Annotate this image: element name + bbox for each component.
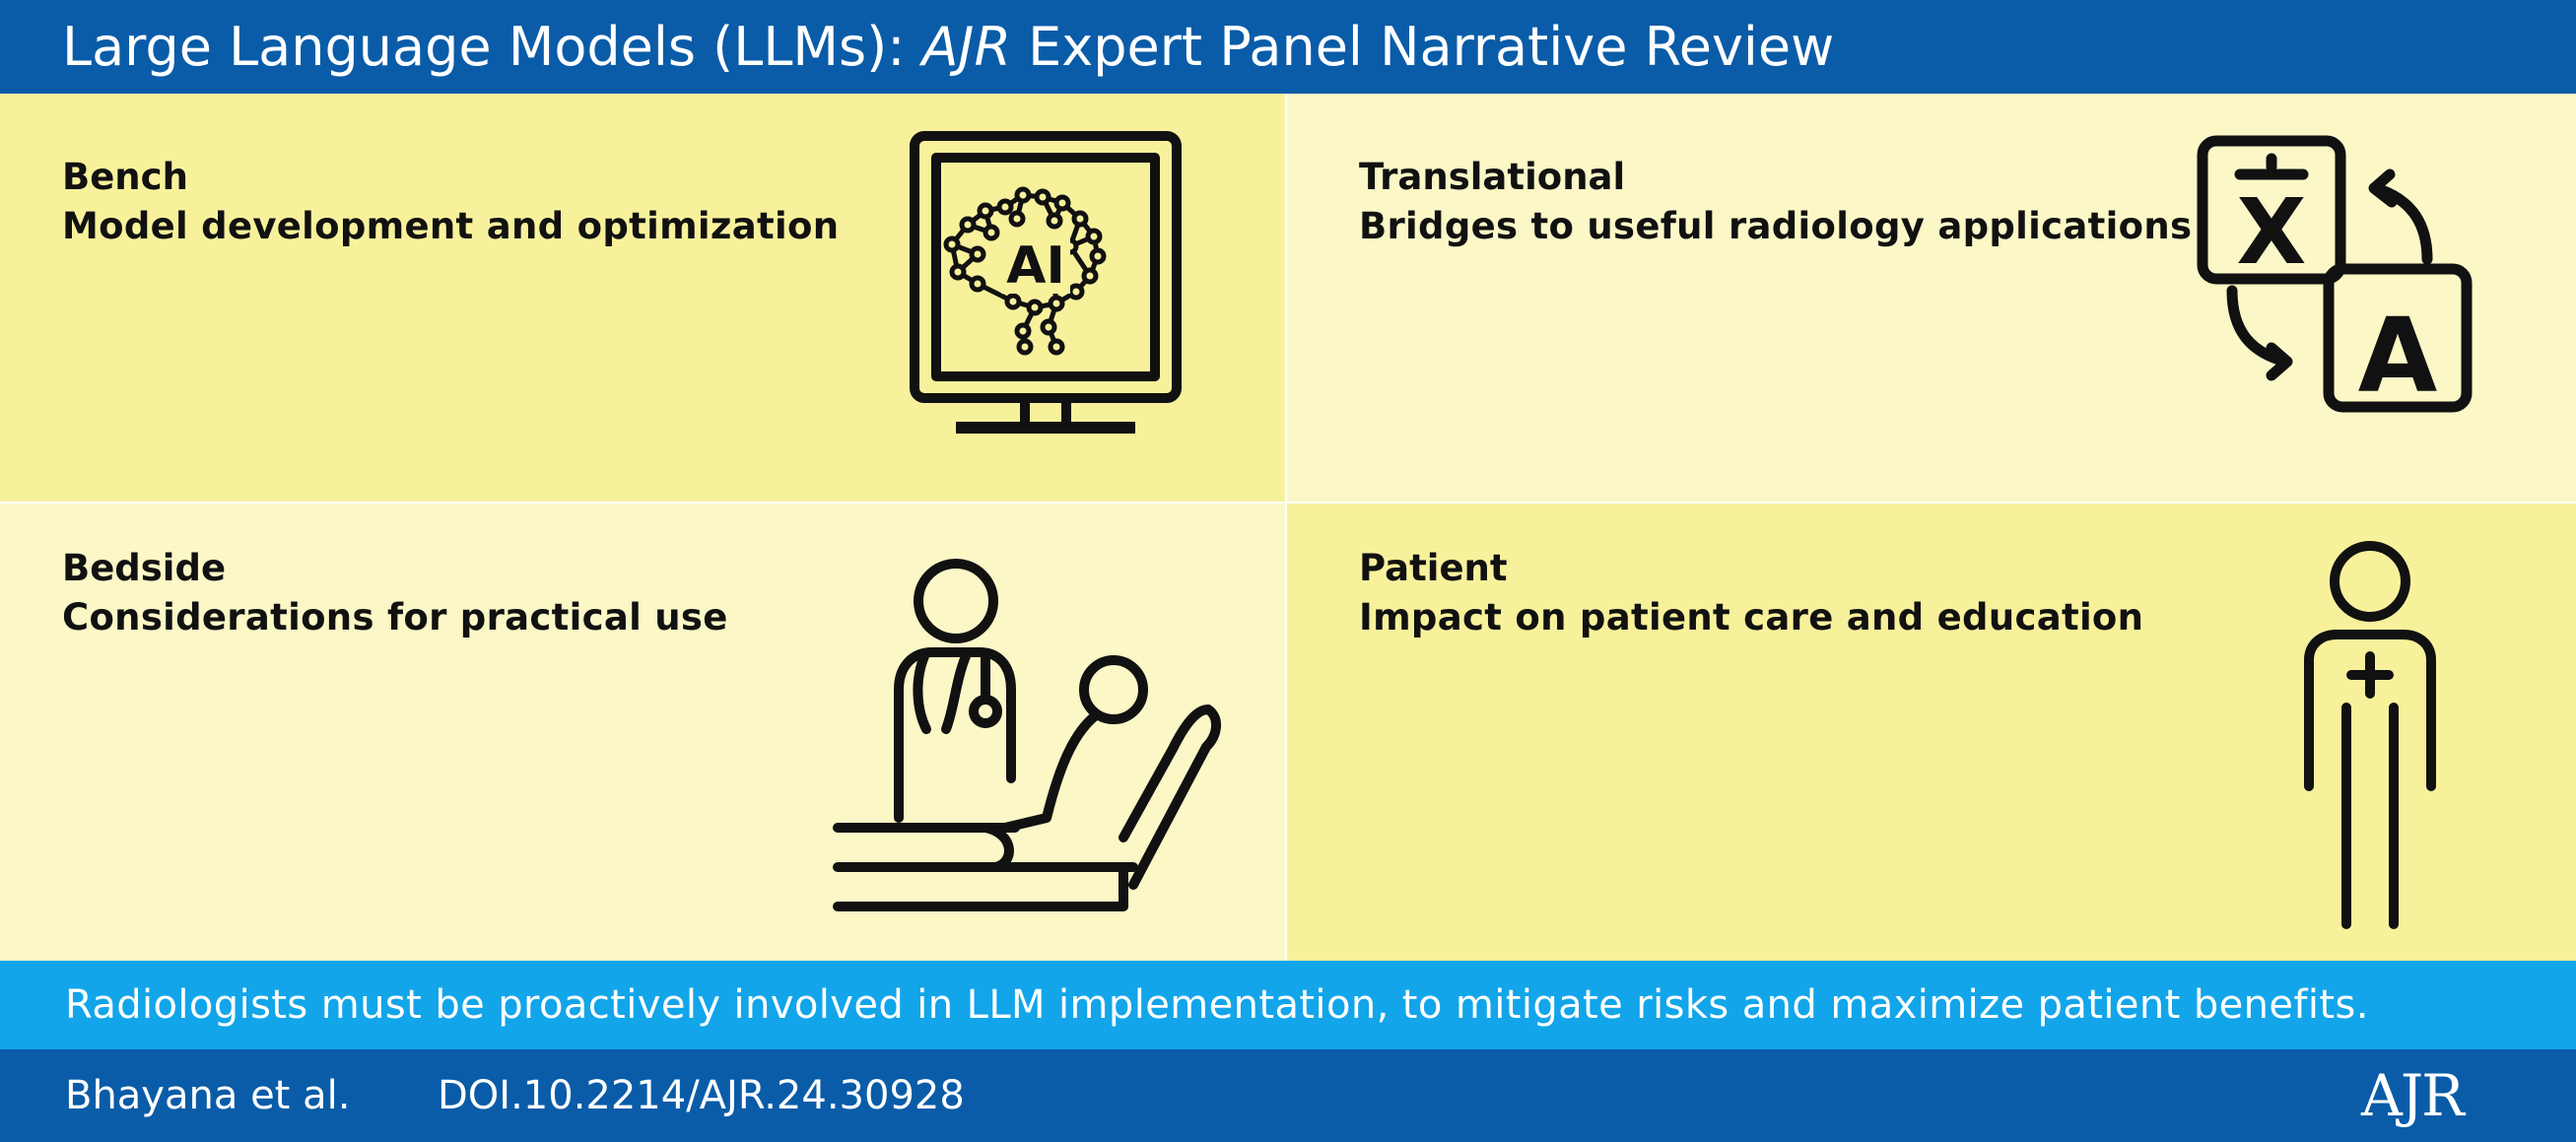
page-title: Large Language Models (LLMs): AJR Expert…: [62, 0, 1834, 94]
panel-bench: Bench Model development and optimization: [0, 94, 1286, 503]
footer-doi: DOI.10.2214/AJR.24.30928: [438, 1073, 965, 1118]
doctor-patient-icon: [833, 559, 1221, 911]
translation-icon: X A: [2197, 135, 2473, 416]
patient-title: Patient: [1359, 547, 1508, 589]
panel-patient: Patient Impact on patient care and educa…: [1286, 503, 2576, 961]
patient-icon: [2304, 541, 2436, 929]
bench-title: Bench: [62, 156, 188, 198]
ai-monitor-icon: AI: [910, 131, 1182, 434]
title-text-rest: Expert Panel Narrative Review: [1010, 16, 1835, 78]
translation-source-letter: X: [2237, 179, 2307, 285]
translational-subtitle: Bridges to useful radiology applications: [1359, 205, 2193, 247]
footer-authors: Bhayana et al.: [65, 1073, 351, 1118]
callout-text: Radiologists must be proactively involve…: [65, 982, 2369, 1028]
translational-title: Translational: [1359, 156, 1626, 198]
footer-bar: Bhayana et al. DOI.10.2214/AJR.24.30928 …: [0, 1049, 2576, 1142]
panel-bedside: Bedside Considerations for practical use: [0, 503, 1286, 961]
callout-bar: Radiologists must be proactively involve…: [0, 961, 2576, 1049]
panel-translational: Translational Bridges to useful radiolog…: [1286, 94, 2576, 503]
panel-divider-horizontal: [0, 502, 2576, 504]
bedside-title: Bedside: [62, 547, 227, 589]
title-journal-italic: AJR: [921, 16, 1011, 78]
translation-target-letter: A: [2358, 296, 2438, 416]
bedside-subtitle: Considerations for practical use: [62, 596, 728, 638]
header-bar: Large Language Models (LLMs): AJR Expert…: [0, 0, 2576, 94]
patient-subtitle: Impact on patient care and education: [1359, 596, 2144, 638]
title-text-main: Large Language Models (LLMs):: [62, 16, 922, 78]
ai-monitor-label: AI: [1006, 236, 1065, 296]
panel-divider-vertical: [1285, 94, 1287, 961]
bench-subtitle: Model development and optimization: [62, 205, 840, 247]
ajr-logo: AJR: [2361, 1062, 2465, 1129]
